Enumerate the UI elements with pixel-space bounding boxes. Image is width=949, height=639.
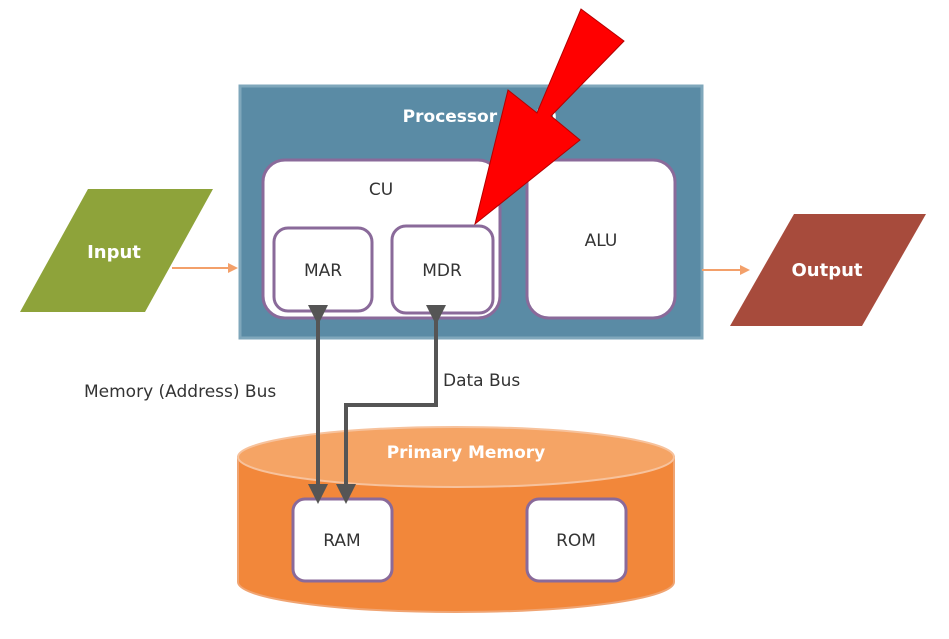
mdr-label: MDR [422,261,462,281]
input-shape [20,189,213,312]
rom-label: ROM [556,531,596,551]
memory-title: Primary Memory [387,443,546,463]
primary-memory-block: Primary Memory RAM ROM [237,426,675,613]
address-bus-label: Memory (Address) Bus [84,382,276,402]
mar-label: MAR [304,261,342,281]
processor-block: Processor (CPU) CU MAR MDR ALU [238,84,704,340]
ram-label: RAM [323,531,360,551]
output-shape [730,214,926,326]
input-block: Input [20,189,213,312]
cu-label: CU [369,180,393,200]
output-block: Output [730,214,926,326]
input-label: Input [87,242,141,263]
rom-box [525,497,628,583]
data-bus-label: Data Bus [443,371,520,391]
output-label: Output [791,260,862,281]
alu-box [525,158,677,320]
data-bus-arrow [336,305,446,504]
alu-label: ALU [585,231,618,251]
highlight-arrow [474,8,625,226]
